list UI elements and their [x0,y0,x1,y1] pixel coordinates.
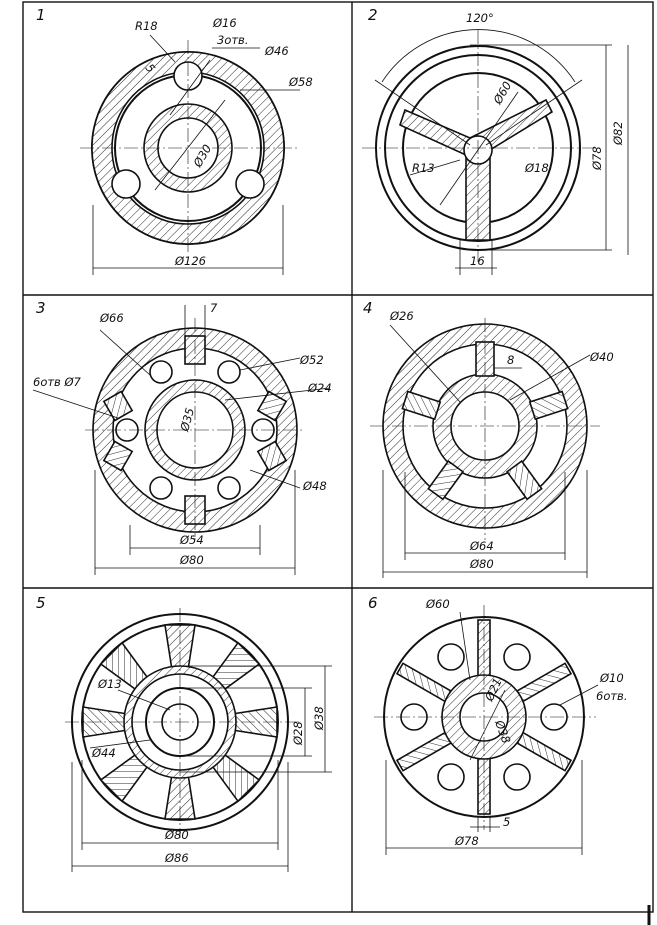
part-drawing [32,305,331,575]
dim-label: Ø82 [611,121,625,146]
dim-label: 8 [507,353,514,367]
dim-label: Ø80 [179,553,204,567]
dim-label: 6отв Ø7 [33,375,82,389]
dim-label: Ø60 [425,597,450,611]
dim-label: Ø44 [91,746,116,760]
dim-label: Ø10 [599,671,624,685]
dim-label: 3отв. [217,33,249,47]
dim-label: Ø80 [164,828,189,842]
dim-label: Ø64 [469,539,494,553]
dim-label: Ø54 [179,533,204,547]
slots [102,335,288,525]
dim-label: Ø86 [164,851,189,865]
panel-number: 4 [363,299,373,317]
sheet-frame [22,1,654,925]
dim-label: R13 [412,161,435,175]
panel-number: 1 [36,6,46,24]
panel-number: 6 [368,594,378,612]
part-drawing [65,608,332,872]
dim-label: Ø18 [524,161,549,175]
panel-1: 1 R18 Ø16 3отв. Ø46 Ø58 Ø30 Ø126 [36,6,313,275]
panel-6: 6 [368,594,628,855]
part-drawing [362,29,629,275]
spokes [395,619,573,815]
dim-label: Ø28 [291,721,305,746]
part-drawing [370,318,600,578]
dim-label: Ø48 [302,479,327,493]
panel-3: 3 [32,299,332,575]
dim-label: Ø16 [212,16,237,30]
panel-number: 3 [36,299,46,317]
hole-right [235,169,265,199]
dim-label: Ø35 [177,406,197,433]
dim-label: Ø78 [454,834,479,848]
panel-4: 4 Ø26 8 Ø40 [363,299,614,578]
spoke-hub-section [399,98,554,241]
dim-label: Ø46 [264,44,289,58]
hole-left [111,169,141,199]
dim-label: Ø58 [288,75,313,89]
dim-label: Ø40 [589,350,614,364]
dim-label: R18 [135,19,158,33]
dim-label: Ø66 [99,311,124,325]
dim-label: 6отв. [596,689,628,703]
part-drawing [374,605,599,855]
dim-label: 16 [470,254,485,268]
dim-label: Ø26 [389,309,414,323]
panel-number: 2 [368,6,378,24]
dim-label: Ø126 [174,254,206,268]
dim-label: Ø80 [469,557,494,571]
dim-label: Ø52 [299,353,324,367]
dim-label: 7 [210,301,218,315]
spokes [401,341,569,501]
dim-label: Ø78 [590,146,604,171]
dim-label: Ø13 [97,677,122,691]
dim-label: 5 [503,815,510,829]
part-drawing [80,34,300,275]
dim-label: Ø38 [312,706,326,731]
panel-number: 5 [36,594,46,612]
panel-2: 2 120° Ø60 Ø82 Ø78 R13 Ø18 16 [362,6,629,275]
dim-label: 120° [466,11,494,25]
panel-5: 5 [36,594,332,872]
dim-label: Ø24 [307,381,332,395]
